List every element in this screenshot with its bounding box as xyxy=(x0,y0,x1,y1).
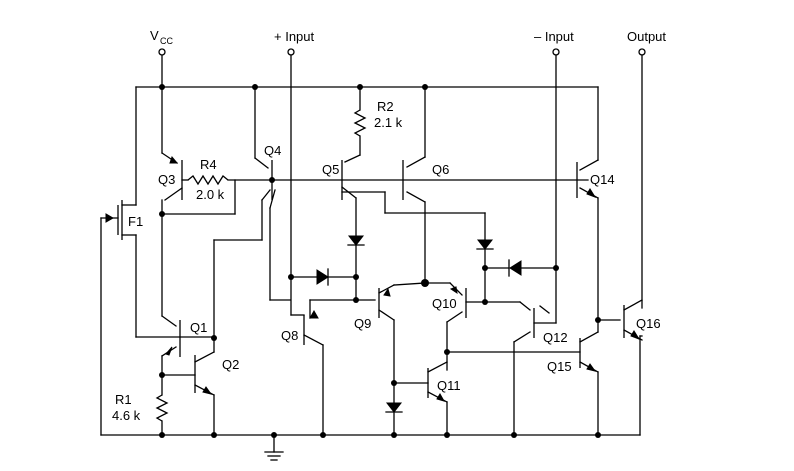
transistor-q14: Q14 xyxy=(576,86,615,321)
q15-label: Q15 xyxy=(547,359,572,374)
vcc-label: V xyxy=(150,28,159,43)
diode-d4 xyxy=(484,259,557,277)
transistor-q15: Q15 xyxy=(547,319,599,436)
diode-d3 xyxy=(476,239,494,303)
q10-label: Q10 xyxy=(432,296,457,311)
vcc-rail xyxy=(135,54,599,88)
r2-name: R2 xyxy=(377,99,394,114)
transistor-q1: Q1 xyxy=(161,315,215,357)
output-label: Output xyxy=(627,29,666,44)
r4-value: 2.0 k xyxy=(196,187,225,202)
transistor-q10: Q10 xyxy=(424,282,521,371)
diode-d5 xyxy=(385,402,403,436)
vcc-terminal: V CC xyxy=(150,28,173,56)
plus-input-label: + Input xyxy=(274,29,315,44)
transistor-q3: Q3 xyxy=(158,86,189,317)
q2-label: Q2 xyxy=(222,357,239,372)
resistor-r4: R4 2.0 k xyxy=(161,157,589,215)
q6-label: Q6 xyxy=(432,162,449,177)
r1-name: R1 xyxy=(115,392,132,407)
transistor-q9: Q9 xyxy=(354,282,426,404)
junction-dots xyxy=(159,84,601,438)
transistor-q11: Q11 xyxy=(393,361,461,436)
r2-value: 2.1 k xyxy=(374,115,403,130)
plus-input-terminal: + Input xyxy=(274,29,315,316)
transistor-q2: Q2 xyxy=(161,337,239,436)
diode-d1 xyxy=(347,235,365,301)
output-terminal: Output xyxy=(627,29,666,436)
transistor-q4: Q4 xyxy=(213,86,291,339)
diode-d2 xyxy=(290,268,357,286)
minus-input-label: – Input xyxy=(534,29,574,44)
transistor-q12: Q12 xyxy=(446,301,581,436)
r4-name: R4 xyxy=(200,157,217,172)
q1-label: Q1 xyxy=(190,320,207,335)
q3-label: Q3 xyxy=(158,172,175,187)
transistor-q6: Q6 xyxy=(402,86,449,284)
transistor-q16: Q16 xyxy=(597,299,661,341)
resistor-r1: R1 4.6 k xyxy=(112,374,169,436)
fet-f1: F1 xyxy=(100,86,181,436)
q8-label: Q8 xyxy=(281,328,298,343)
q11-label: Q11 xyxy=(437,378,461,393)
q9-label: Q9 xyxy=(354,316,371,331)
q4-label: Q4 xyxy=(264,143,281,158)
resistor-r2: R2 2.1 k xyxy=(344,86,403,163)
r1-value: 4.6 k xyxy=(112,408,141,423)
q12-label: Q12 xyxy=(543,330,568,345)
q5-label: Q5 xyxy=(322,162,339,177)
vcc-subscript: CC xyxy=(160,36,173,46)
transistor-q8: Q8 xyxy=(281,299,357,436)
transistor-q5: Q5 xyxy=(322,160,486,241)
ground-symbol xyxy=(264,434,284,461)
f1-label: F1 xyxy=(128,214,143,229)
q14-label: Q14 xyxy=(590,172,615,187)
q16-label: Q16 xyxy=(636,316,661,331)
minus-input-terminal: – Input xyxy=(534,29,574,324)
